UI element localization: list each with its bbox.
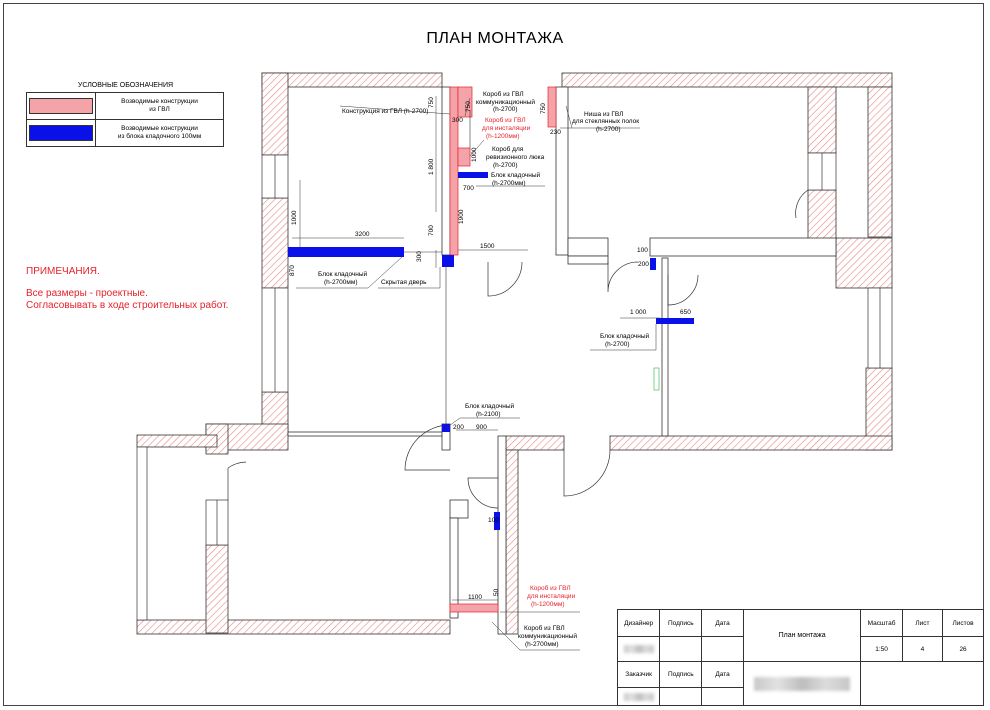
tb-empty-3 bbox=[860, 661, 984, 706]
annot-block-3b: (h-2700) bbox=[605, 341, 630, 348]
dim-3200: 3200 bbox=[355, 231, 370, 238]
tb-sheet: 4 bbox=[901, 636, 944, 662]
notes: ПРИМЕЧАНИЯ. Все размеры - проектные. Сог… bbox=[26, 266, 228, 312]
tb-sheet-name: План монтажа bbox=[742, 609, 862, 662]
windows bbox=[136, 152, 893, 621]
title-block: Дизайнер Подпись Дата План монтажа Масшт… bbox=[616, 609, 984, 706]
tb-sheets-label: Листов bbox=[942, 609, 984, 637]
notes-heading: ПРИМЕЧАНИЯ. bbox=[26, 266, 100, 277]
annot-block-1b: (h-2700мм) bbox=[492, 180, 526, 187]
annot-block-1: Блок кладочный bbox=[491, 171, 541, 179]
dim-750-v2: 750 bbox=[540, 103, 547, 114]
dim-650: 650 bbox=[680, 309, 691, 316]
doorway-lines bbox=[404, 110, 660, 424]
dim-300-v: 300 bbox=[416, 251, 423, 262]
legend-swatch-block bbox=[26, 119, 96, 147]
legend-title: УСЛОВНЫЕ ОБОЗНАЧЕНИЯ bbox=[77, 82, 174, 89]
tb-customer-name bbox=[616, 687, 661, 706]
annot-install-box-2: для инсталяции bbox=[482, 125, 531, 132]
dim-230: 230 bbox=[550, 129, 561, 136]
tb-scale-label: Масштаб bbox=[860, 609, 903, 637]
annot-install-box2-1: Короб из ГВЛ bbox=[530, 584, 571, 592]
annot-comm-box-3: (h-2700) bbox=[493, 106, 518, 113]
tb-empty-1 bbox=[659, 636, 703, 662]
exterior-walls bbox=[136, 72, 893, 635]
annot-comm-box-1: Короб из ГВЛ bbox=[483, 90, 524, 98]
annotation-labels: Конструкция из ГВЛ (h-2700) Короб из ГВЛ… bbox=[318, 90, 650, 648]
dim-100: 100 bbox=[637, 247, 648, 254]
dim-870: 870 bbox=[289, 265, 296, 276]
page-title: ПЛАН МОНТАЖА bbox=[426, 30, 564, 47]
annot-gvl-construction: Конструкция из ГВЛ (h-2700) bbox=[342, 108, 428, 115]
annot-block-4: Блок кладочный bbox=[465, 402, 515, 410]
tb-date2: Дата bbox=[701, 661, 744, 688]
tb-sheet-label: Лист bbox=[901, 609, 944, 637]
tb-customer: Заказчик bbox=[616, 661, 661, 688]
notes-line2: Согласовывать в ходе строительных работ. bbox=[26, 300, 229, 311]
dim-750-v3: 750 bbox=[465, 101, 472, 112]
tb-designer-name bbox=[616, 636, 661, 662]
tb-signature2: Подпись bbox=[659, 661, 703, 688]
tb-project-name bbox=[742, 661, 862, 706]
drawing-frame bbox=[3, 3, 984, 706]
dim-1500: 1500 bbox=[480, 243, 495, 250]
annot-hatch-box-1: Короб для bbox=[492, 145, 524, 153]
tb-empty-2 bbox=[701, 636, 744, 662]
annot-block-2b: (h-2700мм) bbox=[324, 279, 358, 286]
annot-block-2: Блок кладочный bbox=[318, 270, 368, 278]
tb-scale: 1:50 bbox=[860, 636, 903, 662]
tb-sheets: 26 bbox=[942, 636, 984, 662]
annot-block-4b: (h-2100) bbox=[476, 411, 501, 418]
tb-signature: Подпись bbox=[659, 609, 703, 637]
annot-niche-3: (h-2700) bbox=[596, 126, 621, 133]
annot-install-box2-2: для инсталяции bbox=[527, 593, 576, 600]
gvl-constructions bbox=[449, 86, 557, 613]
interior-walls bbox=[287, 86, 837, 635]
annot-install-box-3: (h-1200мм) bbox=[486, 133, 520, 140]
dim-50: 50 bbox=[493, 588, 500, 596]
annot-hidden-door: Скрытая дверь bbox=[381, 279, 427, 286]
dim-1900: 1900 bbox=[458, 209, 465, 224]
legend-swatch-gvl bbox=[26, 92, 96, 120]
dimension-lines bbox=[292, 96, 660, 651]
annot-niche-2: для стеклянных полок bbox=[572, 118, 639, 125]
annot-install-box2-3: (h-1200мм) bbox=[531, 601, 565, 608]
annot-niche-1: Ниша из ГВЛ bbox=[584, 111, 623, 118]
dim-200b: 200 bbox=[453, 424, 464, 431]
dim-100b: 100 bbox=[488, 517, 499, 524]
annot-comm-box2-2: коммуникационный bbox=[518, 632, 577, 640]
dim-700: 700 bbox=[463, 185, 474, 192]
dim-1000-v: 1000 bbox=[471, 147, 478, 162]
dim-300: 300 bbox=[452, 117, 463, 124]
dim-900: 900 bbox=[476, 424, 487, 431]
tb-date: Дата bbox=[701, 609, 744, 637]
dimension-labels: 3200 1000 870 1 800 750 700 300 1900 100… bbox=[289, 97, 691, 601]
dim-1800: 1 800 bbox=[428, 158, 435, 175]
block-constructions bbox=[288, 172, 694, 530]
tb-empty-5 bbox=[701, 687, 744, 706]
annot-block-3: Блок кладочный bbox=[600, 332, 650, 340]
tb-empty-4 bbox=[659, 687, 703, 706]
dim-1000-left: 1000 bbox=[291, 210, 298, 225]
dim-750-top: 750 bbox=[428, 97, 435, 108]
annot-hatch-box-3: (h-2700) bbox=[493, 162, 518, 169]
dim-1000: 1 000 bbox=[630, 309, 647, 316]
dim-700-v: 700 bbox=[428, 225, 435, 236]
annot-hatch-box-2: ревизионного люка bbox=[486, 154, 545, 161]
tb-designer: Дизайнер bbox=[616, 609, 661, 637]
annot-comm-box2-3: (h-2700мм) bbox=[525, 641, 559, 648]
doors bbox=[227, 189, 809, 509]
annot-comm-box2-1: Короб из ГВЛ bbox=[524, 624, 565, 632]
notes-line1: Все размеры - проектные. bbox=[26, 288, 148, 299]
annot-install-box-1: Короб из ГВЛ bbox=[485, 116, 526, 124]
dim-200: 200 bbox=[638, 261, 649, 268]
dim-1100: 1100 bbox=[468, 594, 482, 601]
annot-comm-box-2: коммуникационный bbox=[476, 98, 535, 106]
